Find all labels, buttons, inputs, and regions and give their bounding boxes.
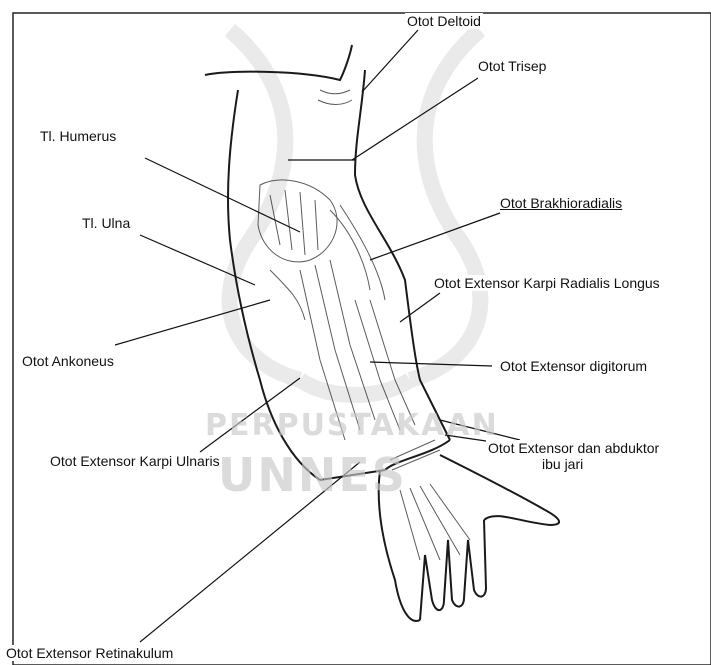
watermark-logo bbox=[230, 30, 481, 395]
label-ankoneus: Otot Ankoneus bbox=[20, 353, 116, 369]
label-humerus: Tl. Humerus bbox=[38, 128, 118, 144]
label-brakhioradialis: Otot Brakhioradialis bbox=[498, 195, 624, 211]
label-trisep: Otot Trisep bbox=[476, 58, 548, 74]
label-ext-abduktor-line2: ibu jari bbox=[540, 456, 585, 472]
label-deltoid: Otot Deltoid bbox=[405, 13, 483, 29]
watermark-text-line1: PERPUSTAKAAN bbox=[205, 408, 499, 443]
arm-outline bbox=[205, 45, 559, 621]
leader-brakhioradialis bbox=[370, 213, 500, 260]
label-ext-digitorum: Otot Extensor digitorum bbox=[498, 358, 649, 374]
leader-trisep bbox=[352, 78, 478, 160]
label-ext-retinakulum: Otot Extensor Retinakulum bbox=[4, 645, 175, 661]
watermark-text-line2: UNNES bbox=[218, 448, 407, 502]
leader-lines bbox=[115, 30, 520, 642]
label-ext-karpi-ulnaris: Otot Extensor Karpi Ulnaris bbox=[48, 453, 222, 469]
label-ext-abduktor-line1: Otot Extensor dan abduktor bbox=[486, 440, 661, 456]
figure-frame bbox=[13, 13, 711, 665]
leader-ext-karpi-radialis bbox=[400, 293, 440, 322]
label-ext-karpi-radialis: Otot Extensor Karpi Radialis Longus bbox=[432, 275, 662, 291]
leader-deltoid bbox=[362, 30, 418, 92]
label-ulna: Tl. Ulna bbox=[80, 215, 132, 231]
